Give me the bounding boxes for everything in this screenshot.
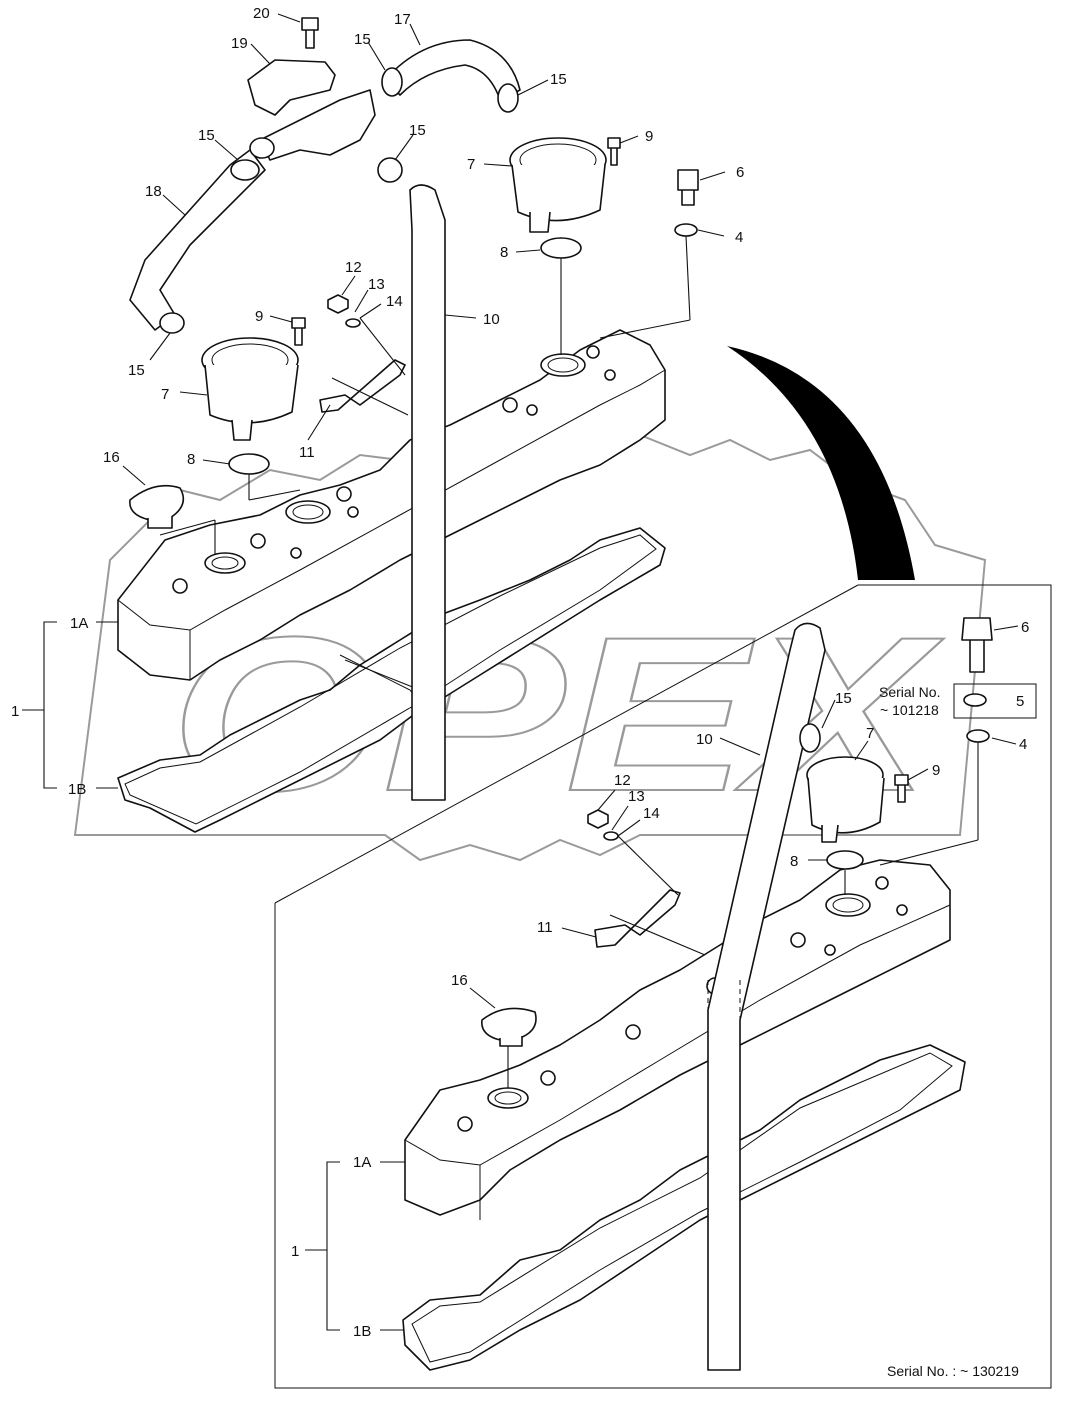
gasket-lower	[402, 1044, 966, 1371]
label-10-b: 10	[696, 731, 713, 748]
label-14-b: 14	[643, 805, 660, 822]
label-16-a: 16	[103, 449, 120, 466]
serial-box-frame	[953, 683, 1037, 719]
label-7-b: 7	[161, 386, 169, 403]
label-6-b: 6	[1021, 619, 1029, 636]
label-16-b: 16	[451, 972, 468, 989]
label-7-a: 7	[467, 156, 475, 173]
label-10-a: 10	[483, 311, 500, 328]
label-9-b: 9	[255, 308, 263, 325]
label-5: 5	[1016, 693, 1024, 710]
tube-lower	[707, 622, 826, 1371]
part-labels: 20 19 17 15 15 15 15 18 9 7 6 4 8 12 13 …	[11, 5, 1029, 1340]
valve-cover-upper	[117, 329, 666, 681]
label-18: 18	[145, 183, 162, 200]
label-1A-b: 1A	[353, 1154, 371, 1171]
label-4-a: 4	[735, 229, 743, 246]
label-8-b: 8	[187, 451, 195, 468]
label-8-a: 8	[500, 244, 508, 261]
bolt-6-upper	[677, 169, 699, 206]
bolt-20	[301, 17, 319, 49]
breather-upper-left	[201, 337, 299, 441]
label-20: 20	[253, 5, 270, 22]
o-ring-upper-left	[228, 453, 270, 475]
label-1A-a: 1A	[70, 615, 88, 632]
bolt-9-upper-left	[291, 317, 306, 346]
washer-4-upper	[674, 223, 698, 237]
label-15-e: 15	[128, 362, 145, 379]
o-ring-lower	[826, 850, 864, 870]
label-17: 17	[394, 11, 411, 28]
breather-lower	[806, 756, 885, 843]
hose-18	[129, 149, 266, 331]
label-4-b: 4	[1019, 736, 1027, 753]
label-1-a: 1	[11, 703, 19, 720]
label-11-b: 11	[537, 919, 553, 936]
bolt-6-lower	[961, 617, 993, 673]
bolt-9-lower	[894, 774, 909, 803]
transition-arrow	[727, 346, 915, 580]
label-13-a: 13	[368, 276, 385, 293]
hose-17	[384, 39, 521, 101]
label-11-a: 11	[299, 444, 315, 461]
label-1B-b: 1B	[353, 1323, 371, 1340]
label-9-c: 9	[932, 762, 940, 779]
o-ring-upper-right	[540, 237, 582, 259]
label-7-c: 7	[866, 725, 874, 742]
label-15-b: 15	[550, 71, 567, 88]
label-12-a: 12	[345, 259, 362, 276]
label-15-a: 15	[354, 31, 371, 48]
bolt-9-upper-right	[607, 137, 621, 166]
serial-note-line2: ~ 101218	[880, 702, 939, 718]
inset-frame	[274, 584, 1052, 1389]
tube-upper	[409, 184, 446, 801]
label-19: 19	[231, 35, 248, 52]
washer-4-lower	[966, 729, 990, 743]
washer-5	[963, 693, 987, 707]
label-14-a: 14	[386, 293, 403, 310]
label-13-b: 13	[628, 788, 645, 805]
label-8-c: 8	[790, 853, 798, 870]
serial-note-line1: Serial No.	[879, 684, 940, 700]
gasket-upper	[117, 527, 666, 833]
valve-cover-lower	[404, 859, 951, 1216]
label-15-f: 15	[835, 690, 852, 707]
oil-cap-upper	[129, 484, 185, 521]
bracket-11-lower	[594, 889, 681, 948]
label-1B-a: 1B	[68, 781, 86, 798]
serial-footer: Serial No. : ~ 130219	[887, 1363, 1019, 1379]
label-1-b: 1	[291, 1243, 299, 1260]
breather-upper-right	[509, 137, 607, 233]
label-12-b: 12	[614, 772, 631, 789]
bracket-19	[247, 59, 336, 116]
label-9-a: 9	[645, 128, 653, 145]
leader-lines	[22, 13, 1019, 1331]
bracket-11-upper	[319, 359, 406, 413]
label-15-c: 15	[198, 127, 215, 144]
label-6-a: 6	[736, 164, 744, 181]
label-15-d: 15	[409, 122, 426, 139]
oil-cap-lower	[481, 1007, 537, 1041]
